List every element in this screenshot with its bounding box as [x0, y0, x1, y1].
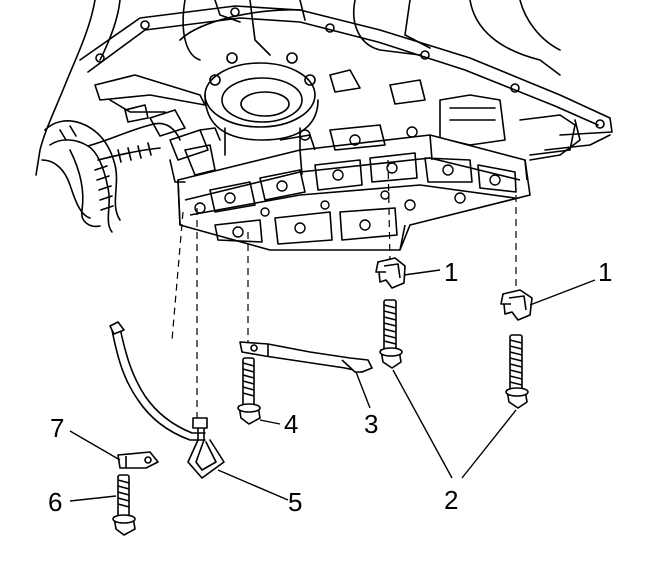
leader-4 — [259, 419, 281, 425]
assembly-guide-lines — [171, 159, 517, 425]
bracket-part-3 — [239, 341, 373, 373]
callout-5: 5 — [288, 487, 302, 517]
leader-2a — [392, 369, 453, 479]
leader-2b — [461, 409, 517, 479]
clip-part-1-right — [500, 289, 533, 321]
leader-3 — [355, 371, 371, 409]
bolt-part-2-right — [505, 334, 529, 409]
bolt-part-2-left — [379, 299, 403, 369]
callout-1-right: 1 — [598, 257, 612, 287]
bolt-part-4 — [237, 357, 261, 425]
leader-6 — [69, 495, 117, 502]
clip-part-7 — [117, 451, 159, 469]
callout-6: 6 — [48, 487, 62, 517]
valve-body — [177, 124, 531, 251]
tube-part-5 — [109, 321, 225, 479]
clip-part-1-left — [375, 257, 406, 289]
callout-3: 3 — [364, 409, 378, 439]
callout-labels: 1 1 2 3 4 5 6 7 — [48, 257, 612, 517]
callout-4: 4 — [284, 409, 298, 439]
callout-7: 7 — [50, 413, 64, 443]
callout-1-left: 1 — [444, 257, 458, 287]
leader-7 — [69, 430, 121, 461]
leader-1b — [529, 279, 596, 306]
transmission-case — [35, 0, 613, 176]
leader-5 — [217, 469, 289, 501]
leader-lines — [69, 269, 596, 502]
callout-2: 2 — [444, 485, 458, 515]
bolt-part-6 — [112, 474, 136, 536]
leader-1a — [403, 269, 441, 276]
wiring-harness — [41, 104, 221, 233]
